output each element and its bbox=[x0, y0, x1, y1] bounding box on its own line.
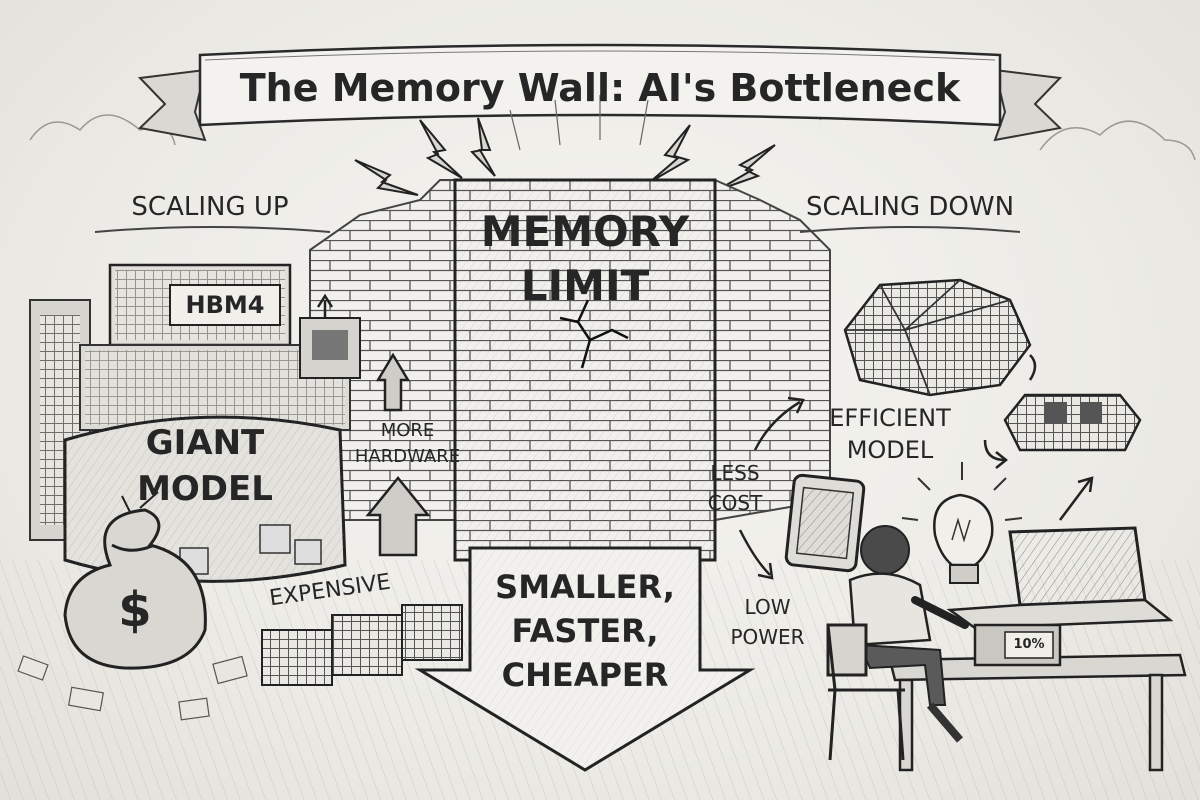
lightning-bolt-icon bbox=[354, 117, 776, 196]
chair bbox=[826, 623, 905, 761]
smaller-faster-cheaper-label: SMALLER, FASTER, CHEAPER bbox=[470, 565, 700, 697]
arrow-line-1: SMALLER, bbox=[495, 568, 675, 606]
right-heading-underline bbox=[799, 226, 1021, 233]
arrow-line-3: CHEAPER bbox=[501, 656, 669, 694]
less-cost-label: LESS COST bbox=[690, 458, 780, 518]
wall-crack bbox=[559, 299, 629, 369]
hbm4-chip bbox=[169, 284, 281, 326]
up-arrow-icon bbox=[316, 293, 334, 318]
low-power-label: LOW POWER bbox=[715, 592, 820, 652]
scaling-up-heading: SCALING UP bbox=[131, 192, 289, 222]
efficient-model-label: EFFICIENT MODEL bbox=[810, 402, 970, 466]
developer-figure bbox=[848, 525, 969, 743]
power-meter-device bbox=[973, 623, 1062, 667]
title-banner bbox=[137, 43, 1063, 142]
curved-arrows bbox=[738, 354, 1094, 580]
lightbulb-icon bbox=[901, 462, 1023, 584]
giant-model-line-1: GIANT bbox=[145, 423, 265, 463]
burst-rays bbox=[509, 95, 649, 151]
hardware-crates bbox=[17, 604, 463, 721]
memory-limit-line-1: MEMORY bbox=[480, 207, 690, 256]
desk bbox=[888, 653, 1187, 772]
efficient-model-line-2: MODEL bbox=[846, 436, 934, 464]
left-heading-underline bbox=[94, 226, 331, 233]
page-title: The Memory Wall: AI's Bottleneck bbox=[239, 66, 961, 110]
efficient-model-line-1: EFFICIENT bbox=[829, 404, 951, 432]
dollar-symbol: $ bbox=[118, 582, 152, 638]
memory-limit-label: MEMORY LIMIT bbox=[455, 205, 715, 313]
up-arrow-icon bbox=[365, 352, 431, 557]
efficient-model-cluster bbox=[843, 278, 1032, 397]
scaling-down-heading: SCALING DOWN bbox=[805, 192, 1015, 222]
low-power-line-2: POWER bbox=[730, 625, 805, 649]
giant-model-line-2: MODEL bbox=[137, 469, 273, 509]
tablet-icon bbox=[784, 473, 866, 573]
hbm4-label: HBM4 bbox=[185, 291, 265, 319]
small-model-drone bbox=[1003, 393, 1142, 452]
arrow-line-2: FASTER, bbox=[511, 612, 659, 650]
less-cost-line-1: LESS bbox=[710, 461, 760, 485]
more-hardware-label: MORE HARDWARE bbox=[345, 418, 470, 470]
memory-wall bbox=[309, 178, 831, 562]
center-down-arrow bbox=[414, 546, 756, 772]
laptop-icon bbox=[946, 526, 1174, 630]
more-hardware-line-2: HARDWARE bbox=[354, 446, 461, 467]
less-cost-line-2: COST bbox=[707, 491, 763, 515]
memory-limit-line-2: LIMIT bbox=[520, 261, 650, 310]
power-readout: 10% bbox=[1013, 637, 1045, 652]
low-power-line-1: LOW bbox=[744, 595, 791, 619]
more-hardware-line-1: MORE bbox=[380, 420, 435, 441]
money-bag-icon bbox=[63, 491, 207, 670]
giant-model-label: GIANT MODEL bbox=[85, 420, 325, 512]
datacenter-sketch bbox=[29, 263, 361, 541]
